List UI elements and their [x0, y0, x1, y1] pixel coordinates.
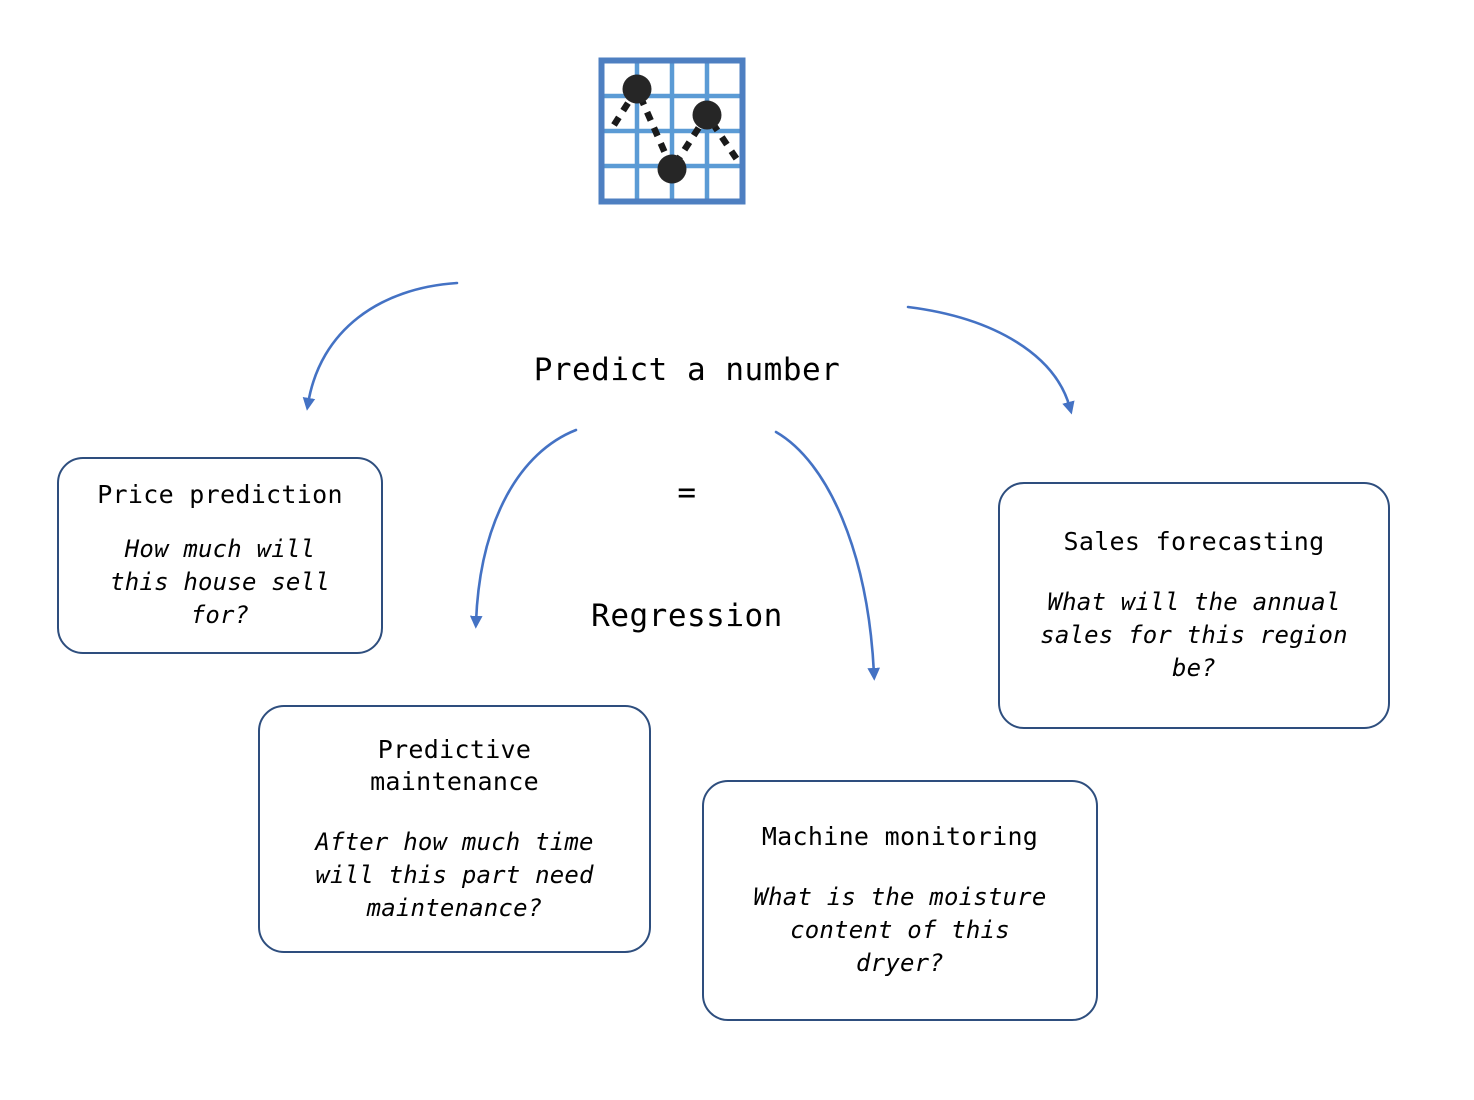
node-box-predictive-maintenance[interactable]: Predictive maintenance After how much ti…: [258, 705, 651, 953]
node-title: Price prediction: [97, 480, 343, 509]
node-title: Machine monitoring: [761, 822, 1039, 851]
node-question: What will the annual sales for this regi…: [1040, 588, 1348, 682]
center-title-line-2: =: [677, 475, 697, 511]
regression-scatter-grid-icon: [598, 57, 746, 205]
node-box-sales-forecasting[interactable]: Sales forecasting What will the annual s…: [998, 482, 1390, 729]
node-question: After how much time will this part need …: [315, 827, 594, 922]
page-title: Predict a number = Regression: [437, 268, 937, 719]
node-title: Sales forecasting: [1063, 527, 1325, 556]
node-box-machine-monitoring[interactable]: Machine monitoring What is the moisture …: [702, 780, 1098, 1021]
center-title-line-1: Predict a number: [533, 352, 841, 388]
node-question: What is the moisture content of this dry…: [753, 883, 1047, 977]
arrow-to-price-prediction: [302, 281, 459, 411]
node-title: Predictive maintenance: [370, 734, 539, 796]
node-question: How much will this house sell for?: [110, 535, 330, 629]
node-box-price-prediction[interactable]: Price prediction How much will this hous…: [57, 457, 383, 654]
center-title-line-3: Regression: [591, 598, 783, 634]
